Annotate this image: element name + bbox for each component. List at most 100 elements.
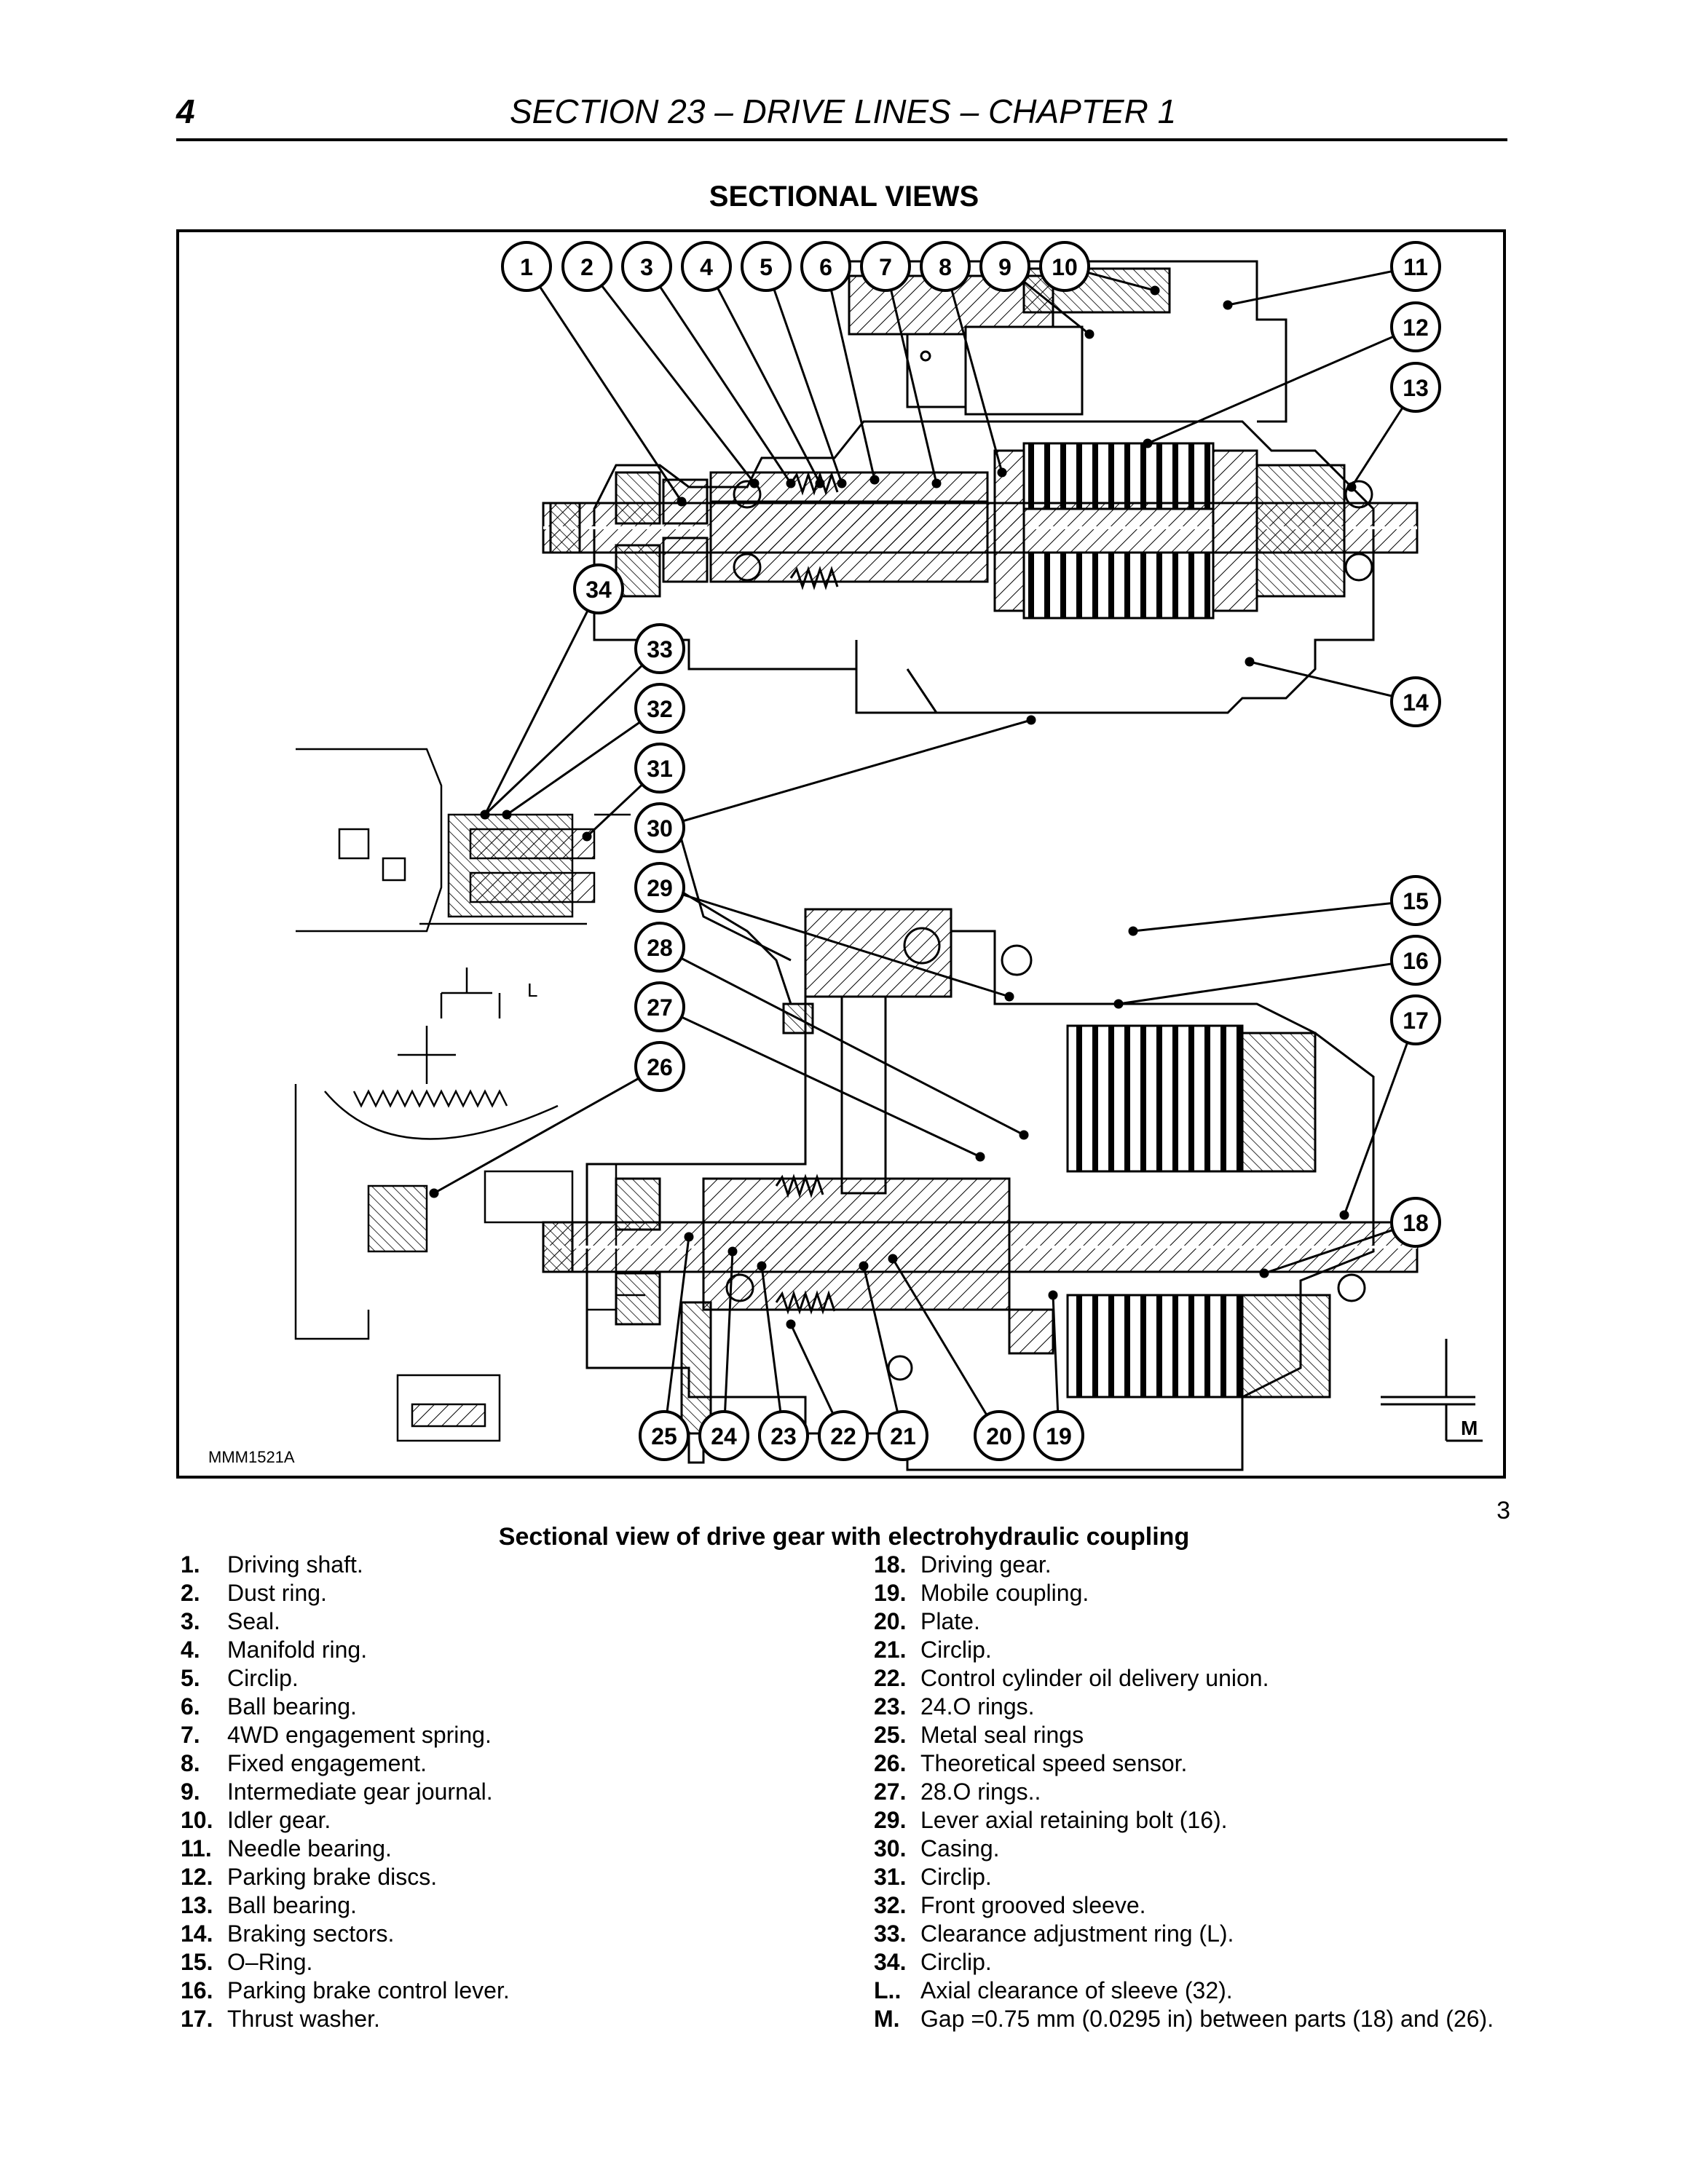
legend-item-text: 4WD engagement spring.: [227, 1722, 492, 1748]
legend-item-text: Ball bearing.: [227, 1892, 357, 1918]
callout-9: 9: [979, 241, 1030, 292]
callout-label: 3: [640, 254, 653, 280]
callout-circle: [920, 241, 971, 292]
leader-arrowhead-5: [837, 478, 847, 488]
legend-item: 21.Circlip.: [874, 1636, 1509, 1664]
legend-item: 25.Metal seal rings: [874, 1721, 1509, 1749]
legend-item-text: Plate.: [920, 1608, 980, 1634]
callout-circle: [639, 1410, 690, 1461]
leader-arrowhead-11: [1223, 300, 1233, 310]
leader-line-3: [645, 266, 792, 484]
callout-label: 10: [1052, 254, 1078, 280]
callout-24: 24: [698, 1410, 749, 1461]
callout-label: 23: [770, 1423, 797, 1449]
legend-item-number: 19.: [874, 1580, 907, 1606]
callout-label: 4: [700, 254, 713, 280]
legend-item-number: 30.: [874, 1835, 907, 1861]
callout-circle: [634, 922, 685, 973]
callout-label: 18: [1403, 1210, 1429, 1236]
legend-item: L..Axial clearance of sleeve (32).: [874, 1977, 1509, 2005]
leader-line-30: [659, 719, 1032, 829]
callout-circle: [979, 241, 1030, 292]
callout-label: 24: [711, 1423, 737, 1449]
sleeve-detail: [296, 748, 631, 1084]
callout-label: 7: [879, 254, 892, 280]
legend-item: 29.Lever axial retaining bolt (16).: [874, 1806, 1509, 1835]
leader-line-26: [433, 1065, 660, 1195]
legend-item-number: 25.: [874, 1722, 907, 1748]
legend-item: 14.Braking sectors.: [181, 1920, 836, 1948]
legend-item-number: 21.: [874, 1637, 907, 1663]
legend-item-text: Theoretical speed sensor.: [920, 1750, 1188, 1776]
callout-circle: [1390, 994, 1441, 1045]
callout-circle: [741, 241, 792, 292]
legend-item-number: 15.: [181, 1949, 213, 1975]
legend-item-number: 11.: [181, 1835, 212, 1861]
callout-26: 26: [634, 1041, 685, 1092]
leader-line-21: [862, 1265, 904, 1436]
legend-item: 23.24.O rings.: [874, 1693, 1509, 1721]
callout-label: 28: [647, 935, 673, 961]
leader-line-32: [506, 707, 660, 816]
leader-arrowhead-20: [888, 1254, 898, 1264]
callout-circle: [1390, 1197, 1441, 1248]
legend-item-number: 18.: [874, 1551, 907, 1578]
legend-item: 20.Plate.: [874, 1607, 1509, 1636]
legend-item-number: 3.: [181, 1608, 200, 1634]
legend-item-number: 12.: [181, 1864, 213, 1890]
callout-21: 21: [877, 1410, 928, 1461]
legend-item-text: Driving shaft.: [227, 1551, 363, 1578]
leader-line-29: [659, 886, 1010, 998]
legend-item-text: Control cylinder oil delivery union.: [920, 1665, 1269, 1691]
leader-line-24: [722, 1251, 734, 1436]
callout-label: 12: [1403, 314, 1429, 341]
leader-arrowhead-6: [869, 475, 880, 485]
callout-circle: [800, 241, 851, 292]
lower-assembly: [542, 814, 1483, 1471]
callout-10: 10: [1039, 241, 1090, 292]
legend-item-text: Casing.: [920, 1835, 1000, 1861]
legend-item: 12.Parking brake discs.: [181, 1863, 836, 1891]
leader-arrowhead-25: [684, 1232, 694, 1242]
leader-arrowhead-8: [997, 467, 1007, 478]
callout-27: 27: [634, 981, 685, 1032]
leader-line-28: [659, 946, 1025, 1136]
callout-23: 23: [758, 1410, 809, 1461]
leader-line-23: [760, 1265, 785, 1436]
figure-caption: Sectional view of drive gear with electr…: [498, 1523, 1190, 1551]
legend-item-text: Circlip.: [920, 1949, 992, 1975]
legend-item-number: 6.: [181, 1693, 200, 1720]
leader-arrowhead-30: [1026, 715, 1036, 725]
legend-item-text: Gap =0.75 mm (0.0295 in) between parts (…: [920, 2006, 1494, 2032]
leader-arrowhead-7: [931, 478, 942, 488]
callout-11: 11: [1390, 241, 1441, 292]
callout-circle: [681, 241, 732, 292]
callout-7: 7: [860, 241, 911, 292]
callout-5: 5: [741, 241, 792, 292]
callout-label: 14: [1403, 689, 1429, 716]
callout-circle: [860, 241, 911, 292]
callout-label: 13: [1403, 375, 1429, 401]
legend-item-text: Circlip.: [920, 1864, 992, 1890]
leader-arrowhead-13: [1346, 482, 1357, 492]
header-rule: [176, 138, 1507, 141]
legend-item: 9.Intermediate gear journal.: [181, 1778, 836, 1806]
legend-item: 31.Circlip.: [874, 1863, 1509, 1891]
legend-item-number: 27.: [874, 1779, 907, 1805]
callout-circle: [634, 743, 685, 794]
leader-line-18: [1263, 1221, 1416, 1275]
callout-circle: [974, 1410, 1025, 1461]
callout-label: 5: [760, 254, 773, 280]
leader-arrowhead-15: [1128, 926, 1138, 936]
leader-arrowhead-24: [727, 1246, 738, 1257]
legend-item: 13.Ball bearing.: [181, 1891, 836, 1920]
leader-line-15: [1132, 899, 1416, 933]
legend-item-number: L..: [874, 1977, 902, 2003]
leader-arrowhead-21: [859, 1261, 869, 1271]
legend-item-number: 4.: [181, 1637, 200, 1663]
legend-item: M.Gap =0.75 mm (0.0295 in) between parts…: [874, 2005, 1509, 2033]
legend-item: 2.Dust ring.: [181, 1579, 836, 1607]
leader-line-20: [891, 1258, 1001, 1436]
callout-label: 34: [585, 577, 612, 603]
legend-item-number: 32.: [874, 1892, 907, 1918]
